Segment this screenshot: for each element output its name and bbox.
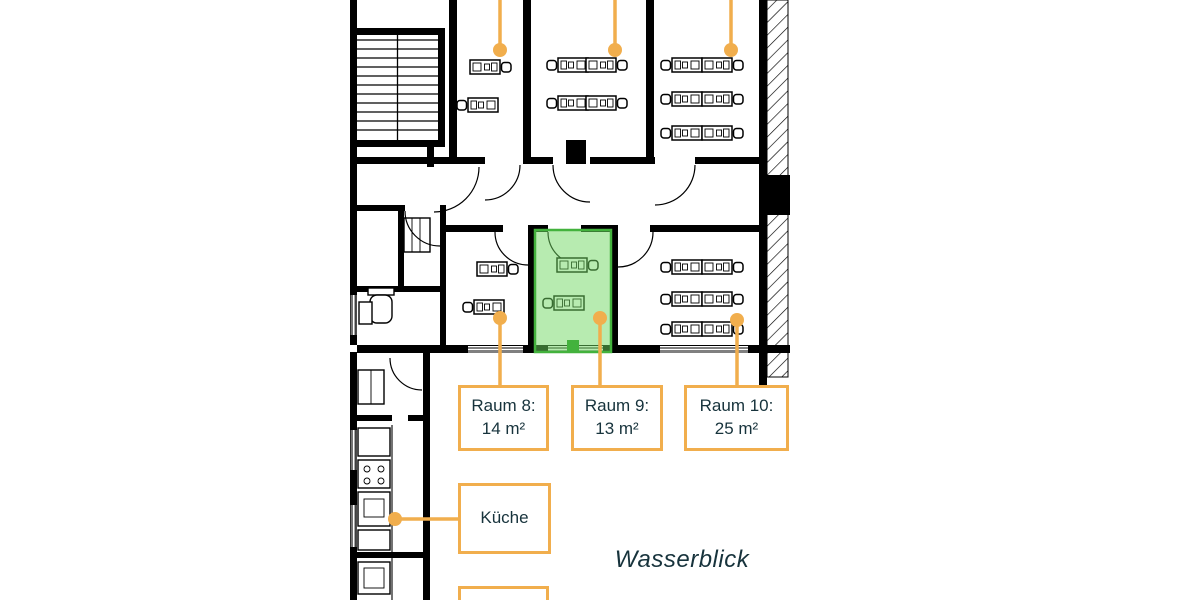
desk-icon	[476, 261, 519, 277]
door-arc	[552, 164, 591, 203]
room-label-partial	[458, 586, 549, 600]
callout-dot-top-3	[724, 43, 738, 57]
room-label-raum9: Raum 9: 13 m²	[571, 385, 663, 451]
door-arcs	[389, 164, 696, 391]
callouts	[388, 0, 744, 526]
room-label-raum8: Raum 8: 14 m²	[458, 385, 549, 451]
door-arc	[617, 231, 654, 268]
room-area: 25 m²	[714, 419, 759, 438]
desk-icon	[585, 57, 628, 73]
desk-icon	[660, 321, 703, 337]
callout-dot-raum8	[493, 311, 507, 325]
desk-icon	[469, 59, 512, 75]
desk-icon	[546, 95, 589, 111]
desk-icon	[546, 57, 589, 73]
room-name: Raum 9:	[584, 396, 650, 416]
door-arc	[404, 210, 441, 247]
desk-icon	[660, 91, 703, 107]
door-arc	[654, 164, 696, 206]
door-arc	[494, 231, 529, 266]
desk-icon	[585, 95, 628, 111]
desk-icon	[701, 259, 744, 275]
room-label-raum10: Raum 10: 25 m²	[684, 385, 789, 451]
room-label-kueche: Küche	[458, 483, 551, 554]
room-area: 14 m²	[481, 419, 526, 438]
desk-icon	[701, 91, 744, 107]
callout-dot-top-1	[493, 43, 507, 57]
staircase	[357, 34, 438, 140]
callout-dot-raum9	[593, 311, 607, 325]
callout-dot-raum10	[730, 313, 744, 327]
door-arc	[433, 166, 480, 213]
desk-icon	[701, 125, 744, 141]
desk-icon	[660, 57, 703, 73]
desk-icon	[456, 97, 499, 113]
callout-dot-top-2	[608, 43, 622, 57]
desk-icon	[660, 125, 703, 141]
fixtures	[357, 217, 431, 600]
desk-icon	[701, 291, 744, 307]
room-name: Küche	[480, 508, 529, 528]
desk-icon	[660, 291, 703, 307]
door-arc	[484, 164, 521, 201]
room-name: Raum 8:	[471, 396, 536, 416]
watermark-text: Wasserblick	[614, 546, 750, 573]
desk-icon	[660, 259, 703, 275]
door-arc	[389, 357, 423, 391]
room-area: 13 m²	[595, 419, 639, 438]
room-name: Raum 10:	[699, 396, 774, 416]
callout-dot-kueche	[388, 512, 402, 526]
desk-icon	[701, 57, 744, 73]
